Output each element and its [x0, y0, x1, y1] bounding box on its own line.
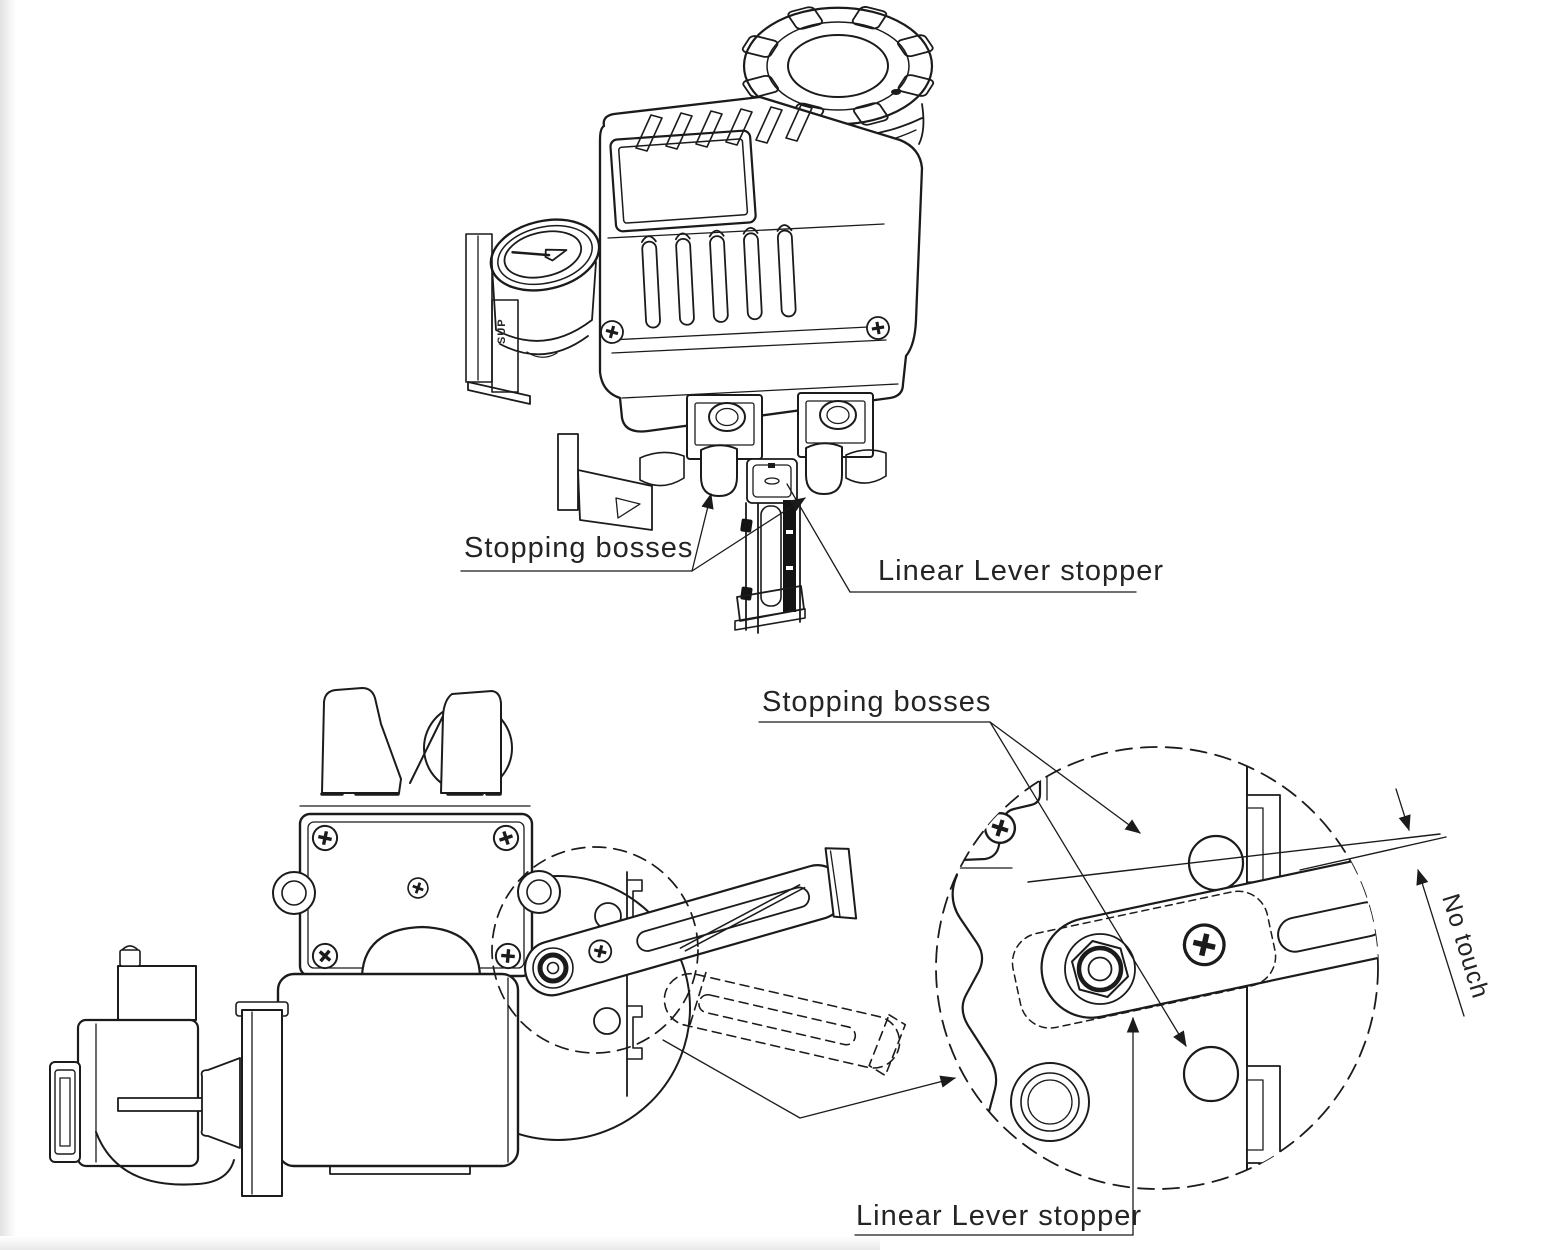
iso-annotations: Stopping bosses Linear Lever stopper [460, 483, 1164, 593]
stopping-boss [700, 444, 738, 497]
iso-view: SUP [460, 6, 1164, 634]
detail-circle-large [935, 746, 1379, 1190]
lever-slot [1277, 901, 1378, 953]
page-edge-shade-bottom [0, 1236, 880, 1250]
yoke-prong [440, 690, 502, 794]
side-port [272, 870, 561, 915]
pivot-nut [1064, 933, 1136, 1005]
label-linear-lever-stopper-detail: Linear Lever stopper [856, 1200, 1142, 1232]
detail-annotations: Stopping bosses Linear Lever stopper [758, 686, 1187, 1236]
front-vent-slots [641, 224, 797, 329]
positioner-housing [598, 95, 924, 433]
display-window [609, 129, 757, 233]
leader-arrow [989, 721, 1187, 1047]
plate-screw [493, 941, 523, 971]
bracket-foot-left [557, 433, 653, 531]
cap-dot [891, 89, 901, 95]
feedback-lever-detail [1011, 850, 1378, 1029]
detail-leader [662, 1039, 957, 1119]
lever-stopper-strip [783, 500, 796, 612]
leader-line [786, 483, 851, 593]
top-vent-slats [635, 104, 813, 152]
bracket-screw [981, 809, 1018, 846]
yoke-column [241, 1009, 283, 1197]
positioner-body-side [276, 972, 520, 1168]
label-stopping-bosses-iso: Stopping bosses [464, 532, 693, 564]
gauge-marking: SUP [496, 318, 508, 344]
gauge-needle [511, 250, 551, 257]
leader-arrow [691, 492, 714, 572]
label-linear-lever-stopper-iso: Linear Lever stopper [878, 555, 1164, 587]
stopping-boss [805, 442, 843, 495]
detail-circle-small [491, 846, 699, 1054]
yoke-prong [321, 687, 402, 794]
stopper-plate-hidden [1011, 890, 1277, 1029]
side-view [49, 687, 957, 1197]
lever-stopper-assembly [734, 458, 806, 634]
gear-dome [360, 925, 482, 978]
label-stopping-bosses-detail: Stopping bosses [762, 686, 991, 718]
ghost-lever [663, 971, 907, 1077]
lever-pivot [532, 947, 574, 989]
stopping-boss [593, 1007, 621, 1035]
feedback-lever [523, 847, 858, 997]
page-edge-shade [0, 0, 16, 1250]
detail-view: No touch Stopping bosses Linear Lever st… [758, 686, 1495, 1236]
pressure-gauge: SUP [465, 218, 601, 405]
valve-actuator [49, 945, 241, 1186]
stopping-boss [1182, 1045, 1240, 1103]
mounting-tab [686, 394, 763, 460]
plate-tab [1246, 794, 1281, 895]
leader-arrow [691, 497, 806, 572]
leader-arrow [989, 721, 1141, 834]
washer-ring [1010, 1062, 1090, 1142]
label-no-touch: No touch [1436, 891, 1494, 1003]
plate-tab [1246, 1065, 1281, 1164]
